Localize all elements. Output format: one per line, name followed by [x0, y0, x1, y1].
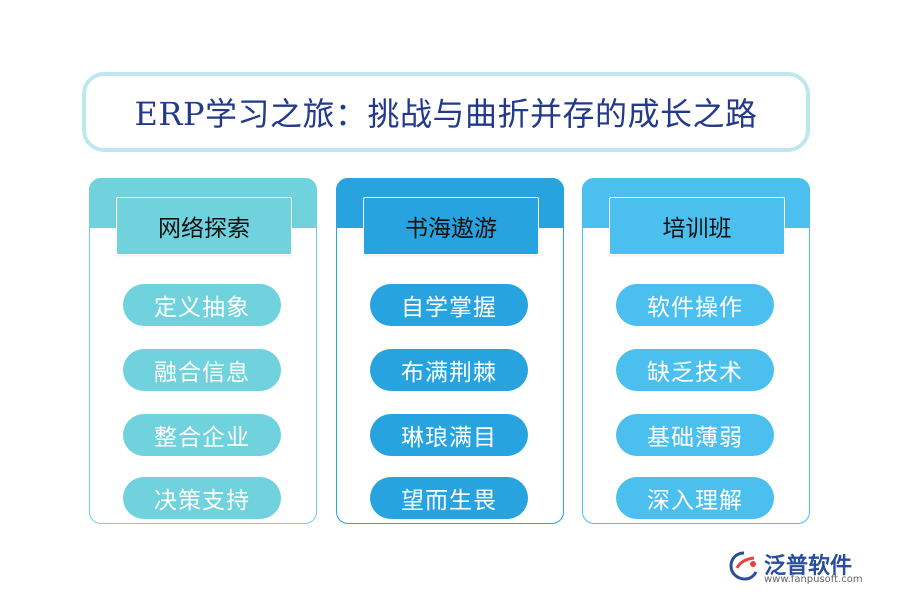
fanpu-logo-icon [729, 551, 758, 581]
title-box: ERP学习之旅：挑战与曲折并存的成长之路 [82, 72, 810, 152]
list-item: 基础薄弱 [616, 414, 774, 456]
logo-url: www.fanpusoft.com [764, 574, 863, 585]
logo: 泛普软件 www.fanpusoft.com [728, 548, 888, 588]
list-item: 望而生畏 [370, 477, 528, 519]
list-item: 布满荆棘 [370, 349, 528, 391]
list-item: 决策支持 [123, 477, 281, 519]
list-item: 琳琅满目 [370, 414, 528, 456]
column-header: 网络探索 [116, 197, 292, 255]
column-network-explore: 网络探索 定义抽象 融合信息 整合企业 决策支持 [88, 177, 317, 524]
list-item: 缺乏技术 [616, 349, 774, 391]
list-item: 融合信息 [123, 349, 281, 391]
column-header: 培训班 [609, 197, 785, 255]
column-book-sea: 书海遨游 自学掌握 布满荆棘 琳琅满目 望而生畏 [335, 177, 564, 524]
list-item: 自学掌握 [370, 284, 528, 326]
list-item: 整合企业 [123, 414, 281, 456]
column-header: 书海遨游 [363, 197, 539, 255]
list-item: 定义抽象 [123, 284, 281, 326]
list-item: 深入理解 [616, 477, 774, 519]
column-training-class: 培训班 软件操作 缺乏技术 基础薄弱 深入理解 [581, 177, 810, 524]
list-item: 软件操作 [616, 284, 774, 326]
logo-name: 泛普软件 [764, 554, 853, 579]
page-title: ERP学习之旅：挑战与曲折并存的成长之路 [134, 95, 758, 133]
